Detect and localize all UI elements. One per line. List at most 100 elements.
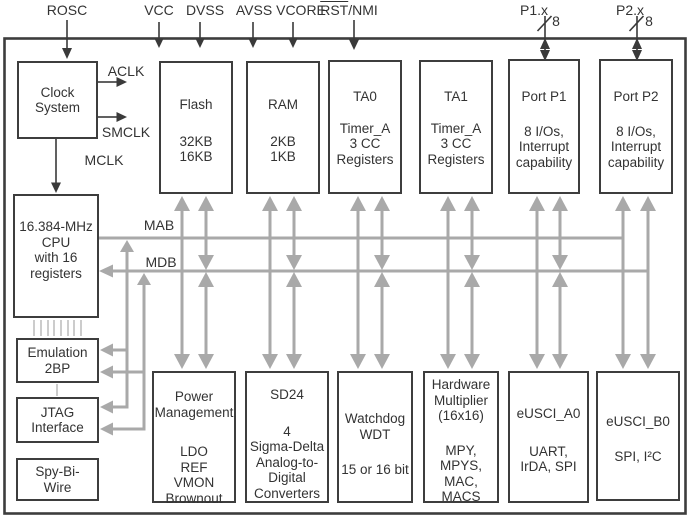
- bus-column-port-p1: [529, 196, 568, 369]
- bus-column-ram: [262, 196, 302, 369]
- block-line: IrDA, SPI: [520, 459, 577, 474]
- block-line: 2BP: [44, 360, 71, 376]
- mab-bus-line: [99, 236, 624, 240]
- block-line: 8 I/Os,: [616, 123, 656, 139]
- smclk-arrow: [97, 112, 127, 122]
- debug-bus-mab-branch: [100, 240, 134, 414]
- mdb-bus-line: [112, 269, 649, 273]
- block-line: 3 CC: [349, 136, 381, 151]
- bus-column-ta0: [350, 196, 390, 369]
- pin-label-rosc: ROSC: [46, 2, 88, 18]
- block-line: JTAG: [40, 404, 75, 420]
- bus-wires: [99, 196, 656, 436]
- block-line: Digital: [268, 470, 306, 485]
- pin-label-p2x: P2.x: [615, 2, 645, 18]
- block-jtag-interface: JTAG Interface: [16, 397, 99, 443]
- block-line: Registers: [336, 151, 394, 167]
- block-line: 16.384-MHz: [19, 219, 93, 234]
- block-line: Watchdog: [344, 411, 406, 426]
- block-line: Analog-to-: [255, 454, 319, 470]
- block-line: Spy-Bi-: [35, 464, 80, 479]
- block-line: Interrupt: [518, 139, 570, 154]
- device-outline: [3, 37, 687, 515]
- mclk-arrow: [51, 139, 61, 193]
- block-hardware-multiplier: Hardware Multiplier (16x16) MPY, MPYS, M…: [423, 371, 499, 504]
- block-flash: Flash 32KB 16KB: [159, 61, 233, 194]
- block-line: SD24: [270, 387, 304, 402]
- block-line: Port P2: [613, 89, 659, 104]
- pin-label-dvss: DVSS: [185, 2, 225, 18]
- bus-column-port-p2: [615, 196, 656, 369]
- pin-arrows: [51, 15, 645, 193]
- avss-arrow: [248, 22, 258, 48]
- block-spy-bi-wire: Spy-Bi- Wire: [16, 458, 99, 501]
- block-line: MAC,: [444, 473, 478, 489]
- block-ta0: TA0 Timer_A 3 CC Registers: [328, 60, 402, 194]
- block-line: Registers: [427, 151, 485, 167]
- block-line: MPY,: [445, 442, 477, 458]
- block-line: 1KB: [270, 149, 296, 164]
- rst-overlined-part: RST: [320, 2, 349, 18]
- block-line: TA1: [444, 89, 468, 104]
- block-line: Interrupt: [610, 139, 662, 154]
- block-line: Clock: [40, 84, 75, 100]
- bus-column-flash: [174, 196, 214, 369]
- block-eusci-b0: eUSCI_B0 SPI, I²C: [596, 371, 680, 501]
- block-line: RAM: [268, 97, 298, 112]
- p2x-port-connection: [628, 15, 645, 61]
- block-line: LDO: [180, 444, 208, 459]
- block-line: TA0: [353, 89, 377, 104]
- p2-bus-width: 8: [645, 13, 653, 29]
- block-port-p1: Port P1 8 I/Os, Interrupt capability: [508, 59, 580, 194]
- block-cpu: 16.384-MHz CPU with 16 registers: [13, 194, 99, 318]
- block-emulation: Emulation 2BP: [16, 338, 99, 383]
- pin-label-rst-nmi: RST/NMI: [320, 3, 378, 17]
- block-line: eUSCI_A0: [516, 406, 581, 421]
- block-line: UART,: [529, 443, 568, 459]
- block-port-p2: Port P2 8 I/Os, Interrupt capability: [599, 59, 673, 194]
- block-line: VMON: [173, 475, 215, 490]
- block-line: CPU: [41, 234, 71, 250]
- block-line: eUSCI_B0: [606, 414, 670, 429]
- pin-label-vcc: VCC: [144, 2, 174, 18]
- block-ram: RAM 2KB 1KB: [246, 61, 320, 194]
- block-sd24: SD24 4 Sigma-Delta Analog-to- Digital Co…: [245, 371, 329, 503]
- block-line: MPYS,: [439, 458, 482, 473]
- block-line: 16KB: [179, 149, 213, 164]
- block-line: Timer_A: [430, 120, 482, 136]
- block-eusci-a0: eUSCI_A0 UART, IrDA, SPI: [508, 371, 589, 503]
- block-line: 3 CC: [440, 136, 472, 151]
- block-line: Converters: [253, 485, 321, 501]
- p1-bus-width: 8: [552, 13, 560, 29]
- vcore-arrow: [288, 22, 298, 48]
- dvss-arrow: [195, 22, 205, 48]
- rst-nmi-arrow: [349, 20, 359, 50]
- block-line: REF: [180, 459, 208, 475]
- block-line: Wire: [43, 479, 72, 495]
- block-line: System: [34, 100, 80, 115]
- block-line: Interface: [31, 420, 84, 435]
- block-line: 2KB: [270, 133, 296, 149]
- block-line: Hardware: [431, 377, 491, 392]
- mdb-to-cpu-arrowhead: [99, 264, 113, 278]
- block-line: 8 I/Os,: [524, 123, 564, 139]
- block-line: WDT: [359, 426, 391, 442]
- block-line: Multiplier: [433, 392, 488, 408]
- block-line: Flash: [179, 97, 213, 112]
- debug-bus-mdb-branch: [100, 273, 151, 436]
- pin-label-vcore: VCORE: [276, 2, 326, 18]
- block-line: 15 or 16 bit: [341, 462, 409, 477]
- block-line: Port P1: [521, 89, 567, 104]
- signal-label-mclk: MCLK: [84, 152, 124, 168]
- block-line: MACS: [441, 489, 481, 504]
- rosc-arrow: [62, 20, 72, 59]
- signal-label-smclk: SMCLK: [101, 124, 151, 140]
- block-ta1: TA1 Timer_A 3 CC Registers: [419, 60, 493, 194]
- cpu-emulation-wires: [33, 320, 82, 396]
- vcc-arrow: [154, 22, 164, 48]
- block-power-management: Power Management LDO REF VMON Brownout: [152, 371, 236, 506]
- bus-label-mab: MAB: [143, 217, 175, 233]
- aclk-arrow: [97, 77, 127, 87]
- block-clock-system: Clock System: [17, 61, 98, 139]
